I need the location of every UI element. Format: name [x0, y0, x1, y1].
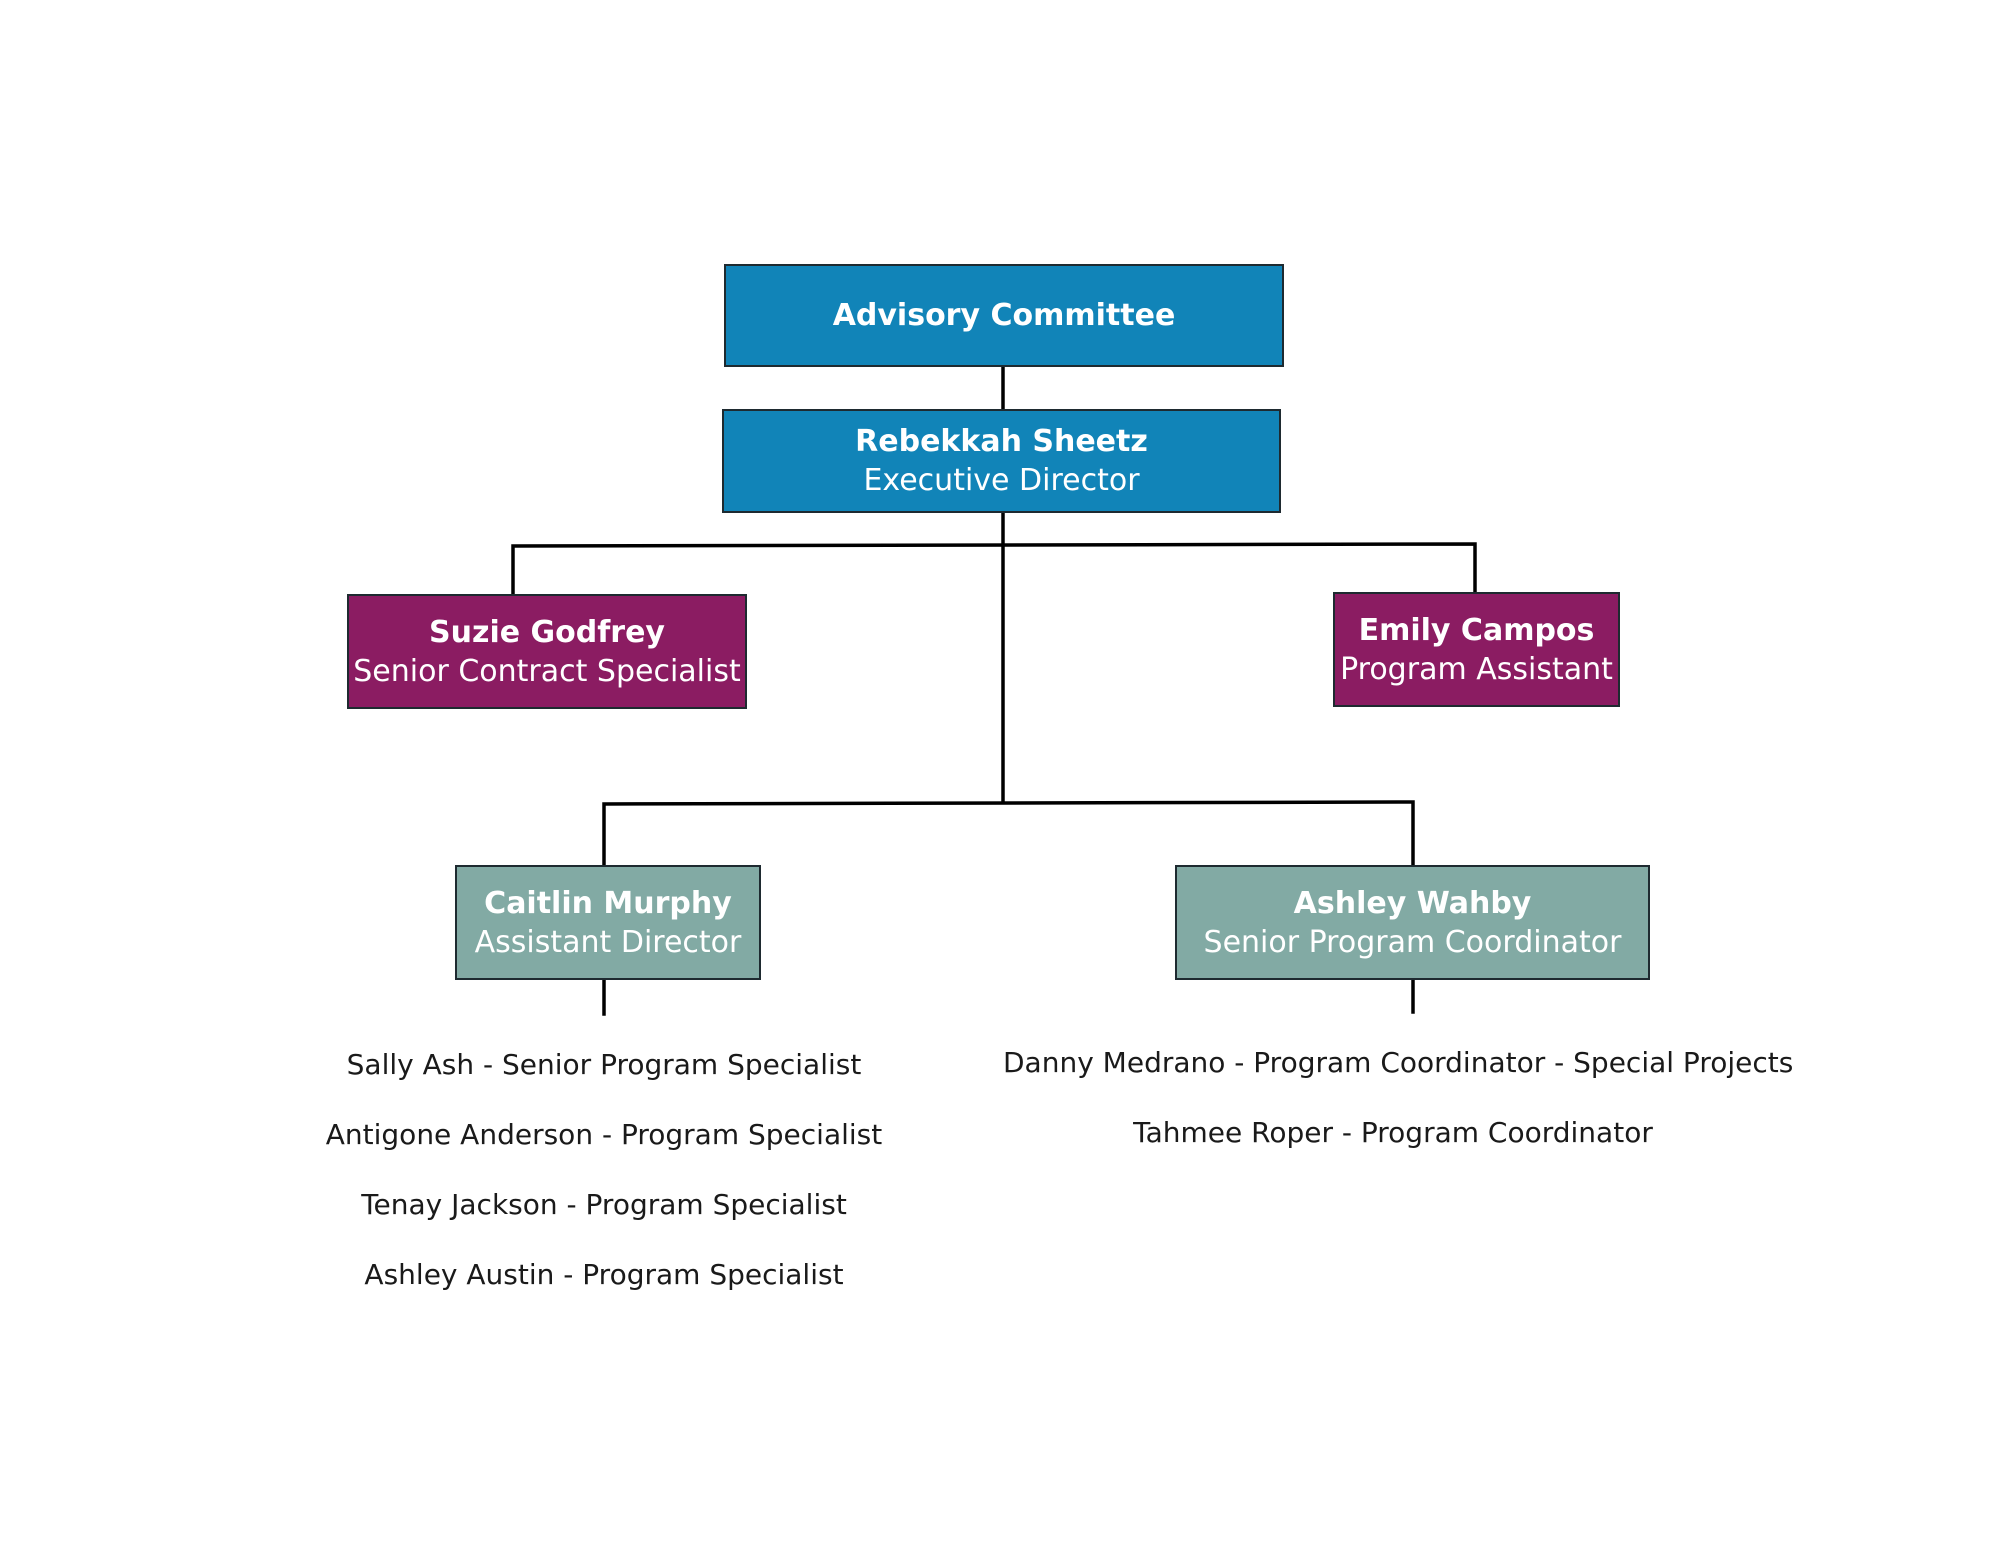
node-executive-director: Rebekkah Sheetz Executive Director	[722, 409, 1281, 513]
connector-managers-branch	[602, 800, 1415, 868]
node-title: Assistant Director	[474, 924, 742, 960]
node-assistant-director: Caitlin Murphy Assistant Director	[455, 865, 761, 980]
node-title: Senior Contract Specialist	[353, 653, 741, 689]
node-name: Advisory Committee	[832, 298, 1176, 333]
node-senior-contract-specialist: Suzie Godfrey Senior Contract Specialist	[347, 594, 747, 709]
assistant-director-reports-list: Sally Ash - Senior Program Specialist An…	[304, 1030, 904, 1310]
node-advisory-committee: Advisory Committee	[724, 264, 1284, 367]
list-item: Antigone Anderson - Program Specialist	[325, 1118, 883, 1151]
connector-support-branch	[511, 542, 1477, 596]
node-senior-program-coordinator: Ashley Wahby Senior Program Coordinator	[1175, 865, 1650, 980]
node-title: Senior Program Coordinator	[1203, 924, 1622, 960]
node-program-assistant: Emily Campos Program Assistant	[1333, 592, 1620, 707]
node-title: Program Assistant	[1340, 651, 1613, 687]
list-item: Tenay Jackson - Program Specialist	[361, 1188, 847, 1221]
list-item: Ashley Austin - Program Specialist	[364, 1258, 844, 1291]
node-name: Rebekkah Sheetz	[855, 424, 1148, 459]
list-item: Sally Ash - Senior Program Specialist	[346, 1048, 862, 1081]
node-name: Emily Campos	[1358, 612, 1595, 648]
coordinator-reports-list: Danny Medrano - Program Coordinator - Sp…	[1003, 1028, 1794, 1168]
list-item: Tahmee Roper - Program Coordinator	[1133, 1116, 1653, 1149]
node-name: Caitlin Murphy	[484, 885, 732, 921]
list-item: Danny Medrano - Program Coordinator - Sp…	[1003, 1046, 1794, 1079]
node-title: Executive Director	[863, 463, 1140, 498]
node-name: Ashley Wahby	[1293, 885, 1532, 921]
node-name: Suzie Godfrey	[429, 614, 665, 650]
